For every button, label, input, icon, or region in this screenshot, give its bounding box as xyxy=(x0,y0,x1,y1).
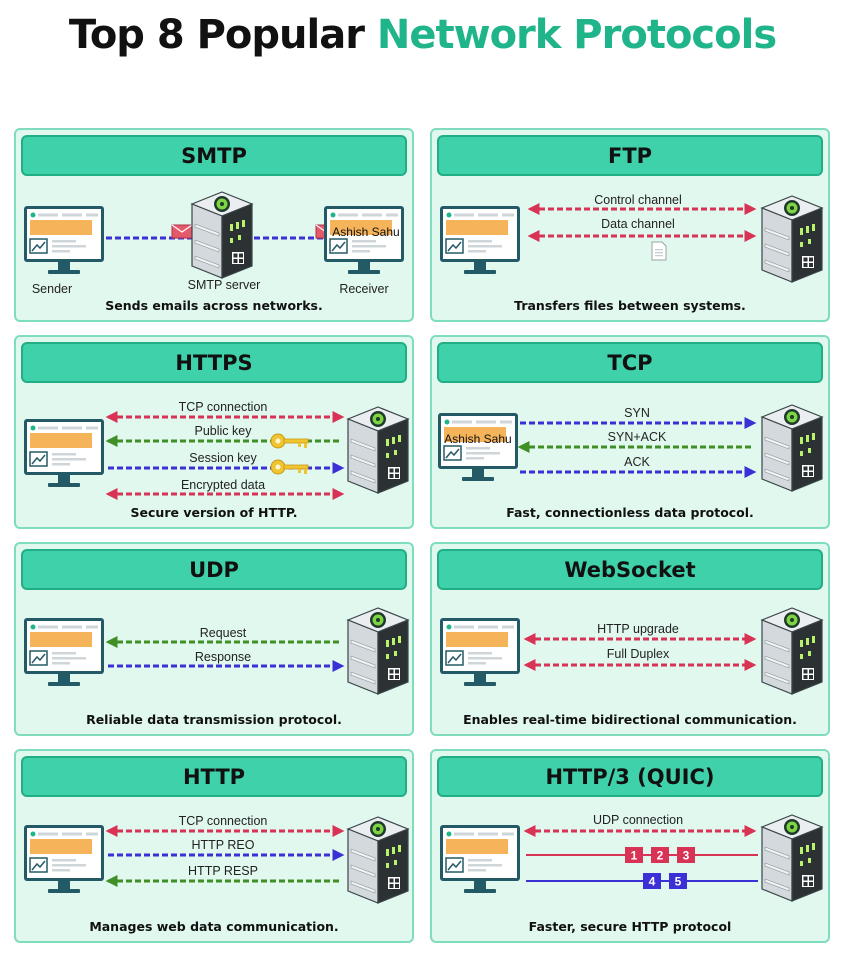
title-part-1: Top 8 Popular xyxy=(68,12,365,58)
client-monitor-icon xyxy=(23,824,105,894)
tcp-illustration: Ashish Sahu SYN SYN+ACK ACK xyxy=(437,404,823,492)
syn-ack-label: SYN+ACK xyxy=(608,430,667,444)
https-illustration: TCP connection Public key Session key En… xyxy=(23,400,409,500)
response-label: Response xyxy=(195,650,251,664)
card-smtp: SMTP Ashish Sahu Sender SMTP server Rece… xyxy=(14,128,414,322)
full-duplex-label: Full Duplex xyxy=(607,647,670,661)
screen-text: Ashish Sahu xyxy=(444,432,511,446)
card-title: SMTP xyxy=(21,135,407,176)
packet-number: 5 xyxy=(675,875,682,889)
title-part-2: Network Protocols xyxy=(376,12,777,58)
packet-box xyxy=(669,873,687,889)
server-icon xyxy=(347,406,409,494)
card-title: HTTPS xyxy=(21,342,407,383)
page-title: Top 8 Popular Network Protocols xyxy=(0,12,845,58)
sender-monitor-icon xyxy=(23,205,105,275)
card-title: FTP xyxy=(437,135,823,176)
server-icon xyxy=(347,607,409,695)
client-monitor-icon xyxy=(437,412,519,482)
ftp-illustration: Control channel Data channel xyxy=(439,193,823,283)
card-title: HTTP/3 (QUIC) xyxy=(437,756,823,797)
file-icon xyxy=(651,241,667,261)
packet-number: 2 xyxy=(657,849,664,863)
packet-box xyxy=(651,847,669,863)
screen-text: Ashish Sahu xyxy=(332,225,399,239)
packet-number: 4 xyxy=(649,875,656,889)
encrypted-data-label: Encrypted data xyxy=(181,478,265,492)
server-icon xyxy=(347,816,409,904)
udp-connection-label: UDP connection xyxy=(593,813,683,827)
public-key-label: Public key xyxy=(195,424,253,438)
client-monitor-icon xyxy=(23,418,105,488)
envelope-icon xyxy=(171,224,193,239)
card-caption: Enables real-time bidirectional communic… xyxy=(463,712,797,727)
ack-label: ACK xyxy=(624,455,650,469)
client-monitor-icon xyxy=(439,824,521,894)
card-https: HTTPS TCP connection Public key Session … xyxy=(14,335,414,529)
http-upgrade-label: HTTP upgrade xyxy=(597,622,679,636)
websocket-illustration: HTTP upgrade Full Duplex xyxy=(439,607,823,695)
card-title: WebSocket xyxy=(437,549,823,590)
http-response-label: HTTP RESP xyxy=(188,864,258,878)
card-caption: Fast, connectionless data protocol. xyxy=(506,505,754,520)
card-caption: Transfers files between systems. xyxy=(514,298,746,313)
packet-box xyxy=(643,873,661,889)
http-request-label: HTTP REO xyxy=(192,838,255,852)
red-packets: 1 2 3 xyxy=(625,847,695,863)
server-icon xyxy=(761,814,823,902)
client-monitor-icon xyxy=(439,617,521,687)
session-key-icon xyxy=(270,459,309,475)
card-caption: Faster, secure HTTP protocol xyxy=(528,919,732,934)
card-title: HTTP xyxy=(21,756,407,797)
card-title: TCP xyxy=(437,342,823,383)
sender-label: Sender xyxy=(32,282,72,296)
packet-box xyxy=(677,847,695,863)
syn-label: SYN xyxy=(624,406,650,420)
udp-illustration: Request Response xyxy=(23,607,409,695)
card-caption: Secure version of HTTP. xyxy=(130,505,298,520)
tcp-connection-label: TCP connection xyxy=(179,400,268,414)
card-websocket: WebSocket HTTP upgrade Full Duplex Enabl… xyxy=(430,542,830,736)
card-title: UDP xyxy=(21,549,407,590)
http-illustration: TCP connection HTTP REO HTTP RESP xyxy=(23,814,409,904)
packet-number: 3 xyxy=(683,849,690,863)
card-caption: Manages web data communication. xyxy=(89,919,339,934)
card-udp: UDP Request Response Reliable data trans… xyxy=(14,542,414,736)
card-ftp: FTP Control channel Data channel Transfe… xyxy=(430,128,830,322)
card-caption: Sends emails across networks. xyxy=(105,298,323,313)
smtp-server-label: SMTP server xyxy=(188,278,261,292)
ftp-server-icon xyxy=(761,195,823,283)
session-key-label: Session key xyxy=(189,451,257,465)
public-key-icon xyxy=(270,433,309,449)
tcp-connection-label: TCP connection xyxy=(179,814,268,828)
data-channel-label: Data channel xyxy=(601,217,675,231)
server-icon xyxy=(761,607,823,695)
packet-number: 1 xyxy=(631,849,638,863)
card-caption: Reliable data transmission protocol. xyxy=(86,712,342,727)
packet-box xyxy=(625,847,643,863)
card-http: HTTP TCP connection HTTP REO HTTP RESP M… xyxy=(14,749,414,943)
receiver-label: Receiver xyxy=(339,282,388,296)
control-channel-label: Control channel xyxy=(594,193,682,207)
request-label: Request xyxy=(200,626,247,640)
card-tcp: TCP Ashish Sahu SYN SYN+ACK ACK Fast, co… xyxy=(430,335,830,529)
smtp-illustration: Ashish Sahu Sender SMTP server Receiver xyxy=(23,191,405,296)
server-icon xyxy=(761,404,823,492)
client-monitor-icon xyxy=(439,205,521,275)
receiver-monitor-icon xyxy=(323,205,405,275)
client-monitor-icon xyxy=(23,617,105,687)
smtp-server-icon xyxy=(191,191,253,279)
